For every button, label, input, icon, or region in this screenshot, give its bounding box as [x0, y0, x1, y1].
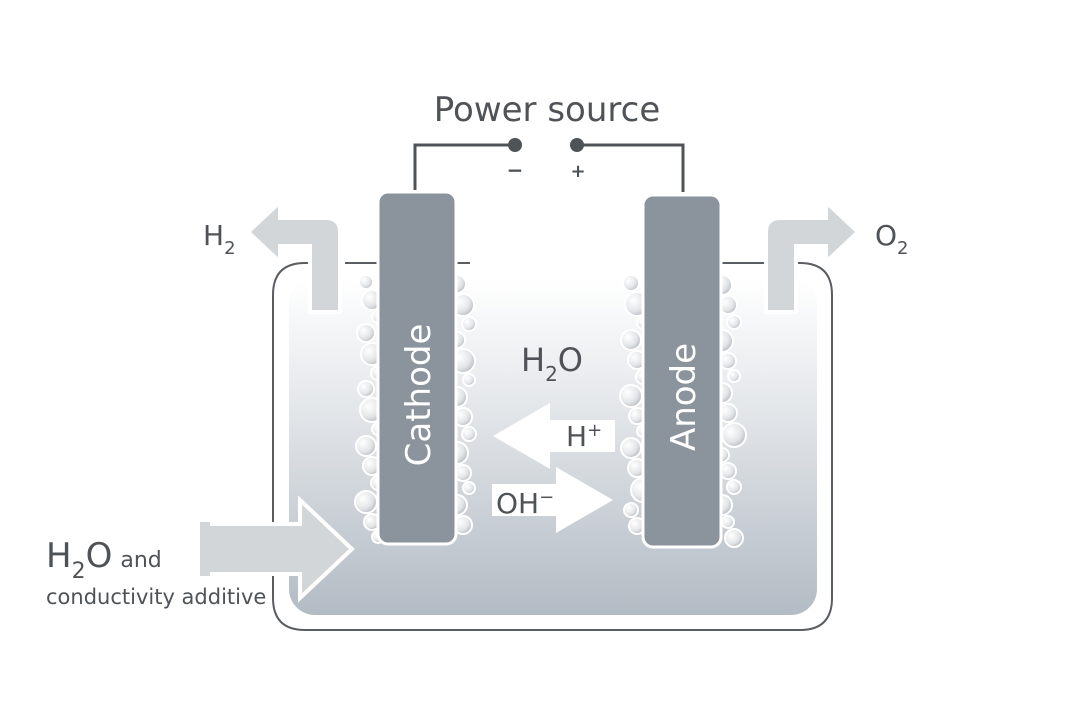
o2-gas-label: O2	[875, 219, 909, 259]
h2-outlet-arrow	[245, 197, 342, 314]
cathode-label: Cathode	[399, 324, 439, 467]
bubble	[726, 314, 742, 330]
terminal-negative	[508, 138, 522, 152]
bubble	[358, 274, 374, 290]
positive-terminal-label: +	[570, 161, 585, 182]
cathode-electrode	[376, 190, 458, 546]
bubble	[724, 528, 744, 548]
inlet-label-line2: conductivity additive	[46, 585, 266, 609]
wire-negative	[413, 143, 515, 190]
bubble	[461, 316, 477, 332]
bubble	[721, 515, 735, 529]
h-plus-label: H+	[566, 420, 602, 453]
bubble	[620, 329, 642, 351]
bubble	[726, 479, 742, 495]
h-plus-arrow	[493, 403, 615, 469]
bubble	[622, 274, 640, 292]
negative-terminal-label: −	[507, 158, 524, 182]
h2-gas-label: H2	[203, 219, 236, 259]
o2-outlet-arrow	[764, 197, 861, 314]
anode-electrode	[641, 193, 723, 549]
anode-label: Anode	[664, 343, 704, 451]
power-source-title: Power source	[434, 90, 661, 130]
wire-positive	[577, 143, 685, 192]
bubble	[354, 490, 378, 514]
oh-minus-label: OH−	[496, 487, 554, 520]
bubble	[355, 435, 377, 457]
bubble	[619, 384, 643, 408]
bubble	[357, 380, 375, 398]
terminal-positive	[570, 138, 584, 152]
bubble	[461, 426, 477, 442]
inlet-arrow	[204, 495, 355, 603]
bubble	[623, 502, 639, 518]
bubble	[462, 481, 476, 495]
bubble	[620, 437, 642, 459]
oh-minus-arrow	[492, 467, 613, 533]
bubble	[356, 323, 376, 343]
bubble	[727, 369, 741, 383]
bubble	[462, 373, 476, 387]
electrolyte-label: H2O	[521, 341, 583, 386]
bubble	[721, 422, 747, 448]
tank-outline	[272, 262, 833, 631]
